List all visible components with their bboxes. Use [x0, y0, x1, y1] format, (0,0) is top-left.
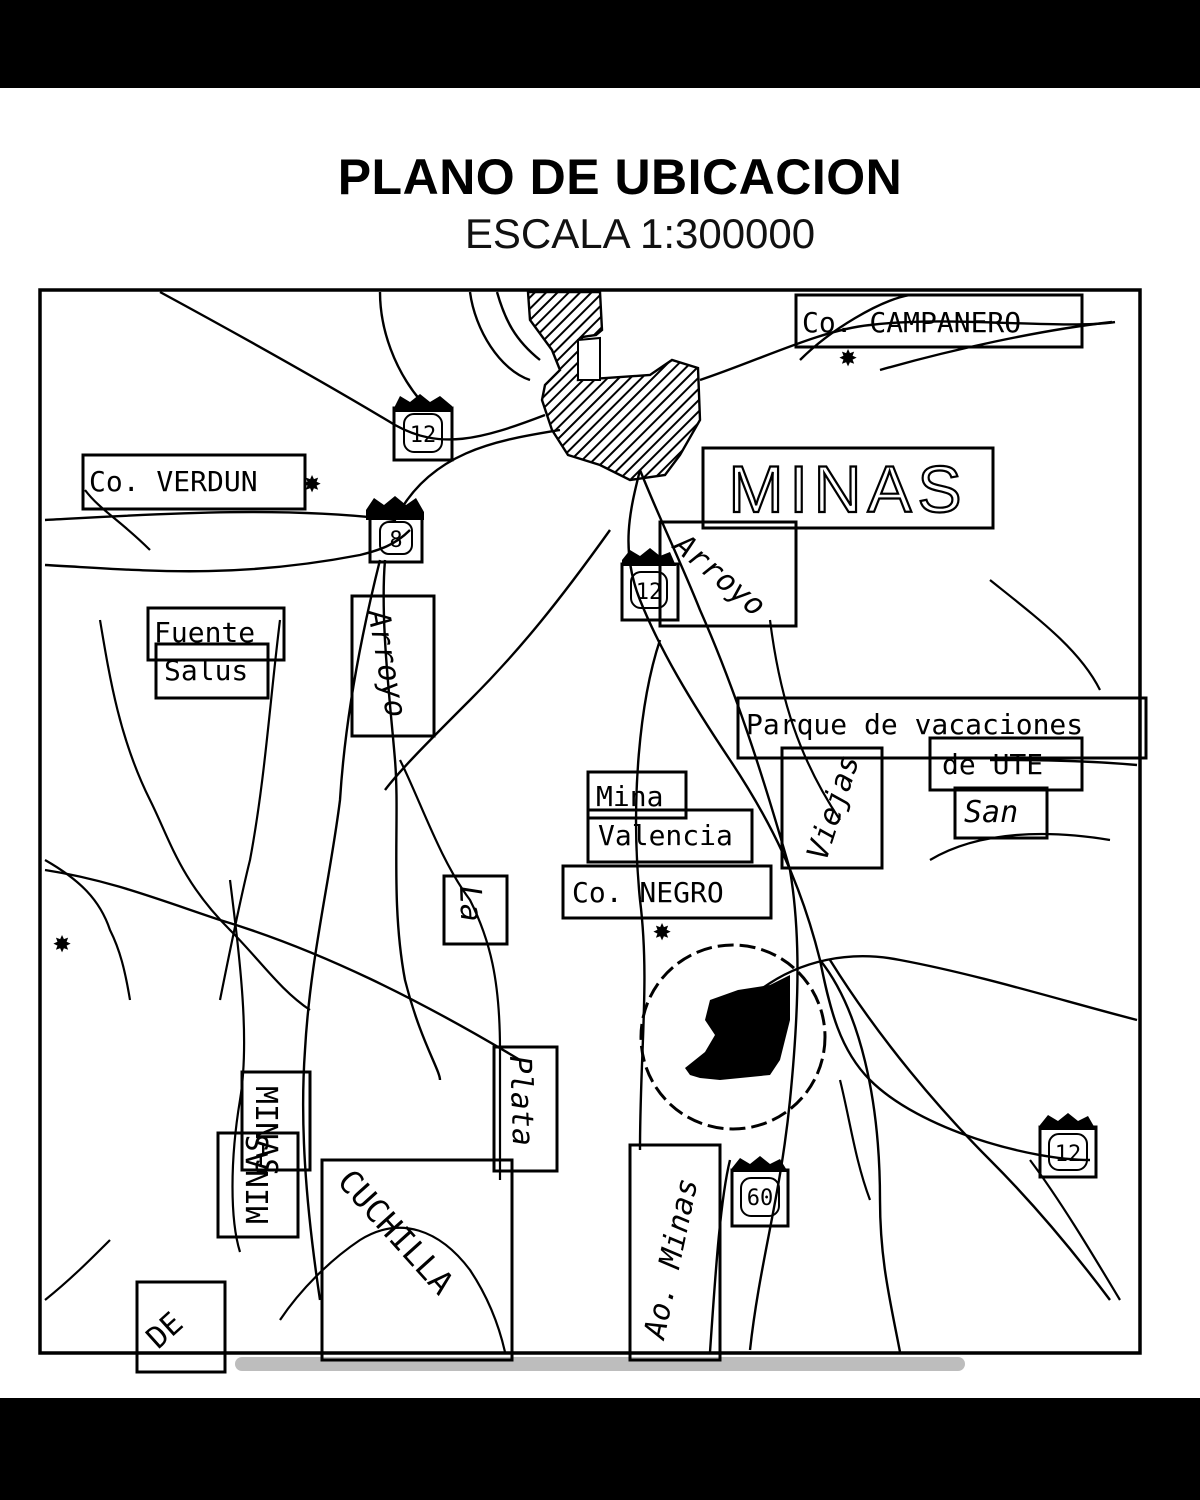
label-arroyo-west: Arroyo	[350, 594, 436, 738]
route-number: 12	[1055, 1142, 1082, 1167]
label-co-negro: Co. NEGRO	[561, 864, 773, 920]
map-frame	[38, 288, 1142, 1355]
svg-text:Plata: Plata	[502, 1055, 540, 1146]
label-plata: Plata	[492, 1045, 559, 1173]
hill-marker-icon: ✸	[303, 465, 321, 500]
label-de: DE	[135, 1280, 227, 1374]
svg-text:MINAS: MINAS	[248, 1086, 283, 1176]
city-area	[526, 290, 702, 482]
svg-text:Mina: Mina	[596, 780, 663, 813]
route-number: 8	[389, 528, 402, 553]
svg-text:La: La	[452, 885, 488, 922]
map-lines	[44, 290, 1138, 1353]
route-number: 12	[410, 423, 437, 448]
site-location-marker[interactable]	[639, 943, 827, 1131]
route-shield-8: 8	[366, 496, 424, 564]
route-shield-12-center: 12	[620, 548, 680, 622]
svg-text:Arroyo: Arroyo	[360, 605, 414, 720]
label-arroyo-northeast: Arroyo	[658, 520, 798, 628]
label-mina-valencia: Mina Valencia	[586, 770, 754, 864]
svg-text:CUCHILLA: CUCHILLA	[330, 1162, 461, 1302]
label-co-verdun: Co. VERDUN	[81, 453, 307, 511]
label-minas-west: MINAS	[216, 1131, 300, 1239]
map-title: PLANO DE UBICACION	[337, 149, 903, 205]
route-shield-12-east: 12	[1038, 1113, 1098, 1179]
hill-marker-icon: ✸	[653, 913, 671, 948]
label-parque-vacaciones: Parque de vacaciones	[736, 696, 1148, 760]
svg-text:MINAS: MINAS	[728, 452, 967, 526]
svg-text:San: San	[964, 795, 1018, 830]
label-fuente-salus: Fuente Salus	[146, 606, 286, 700]
svg-text:MINAS: MINAS	[241, 1134, 276, 1224]
route-number: 12	[636, 580, 663, 605]
route-shield-12-north: 12	[392, 394, 454, 462]
svg-text:DE: DE	[140, 1306, 190, 1356]
svg-text:Arroyo: Arroyo	[665, 526, 772, 624]
label-san: San	[953, 786, 1049, 840]
map-scale: ESCALA 1:300000	[464, 210, 816, 257]
svg-text:Co. CAMPANERO: Co. CAMPANERO	[802, 306, 1021, 339]
label-ao-minas: Ao. Minas	[628, 1143, 722, 1362]
svg-text:Salus: Salus	[164, 654, 248, 687]
label-minas-south: MINAS	[240, 1070, 312, 1176]
hill-marker-icon: ✸	[53, 925, 71, 960]
svg-text:Co. VERDUN: Co. VERDUN	[89, 465, 258, 498]
svg-text:Valencia: Valencia	[598, 819, 733, 852]
route-number: 60	[747, 1186, 774, 1211]
hill-marker-icon: ✸	[839, 339, 857, 374]
svg-text:Parque de vacaciones: Parque de vacaciones	[746, 708, 1083, 741]
label-cuchilla: CUCHILLA	[320, 1158, 514, 1362]
label-co-campanero: Co. CAMPANERO	[794, 293, 1084, 349]
route-shield-60: 60	[730, 1156, 790, 1228]
svg-text:de UTE: de UTE	[942, 748, 1043, 781]
label-de-ute: de UTE	[928, 736, 1084, 792]
svg-text:Co. NEGRO: Co. NEGRO	[572, 876, 724, 909]
svg-text:Ao. Minas: Ao. Minas	[637, 1175, 705, 1343]
label-viejas: Viejas	[780, 746, 884, 870]
label-minas-city: MINAS	[701, 446, 995, 530]
label-la: La	[442, 874, 509, 946]
